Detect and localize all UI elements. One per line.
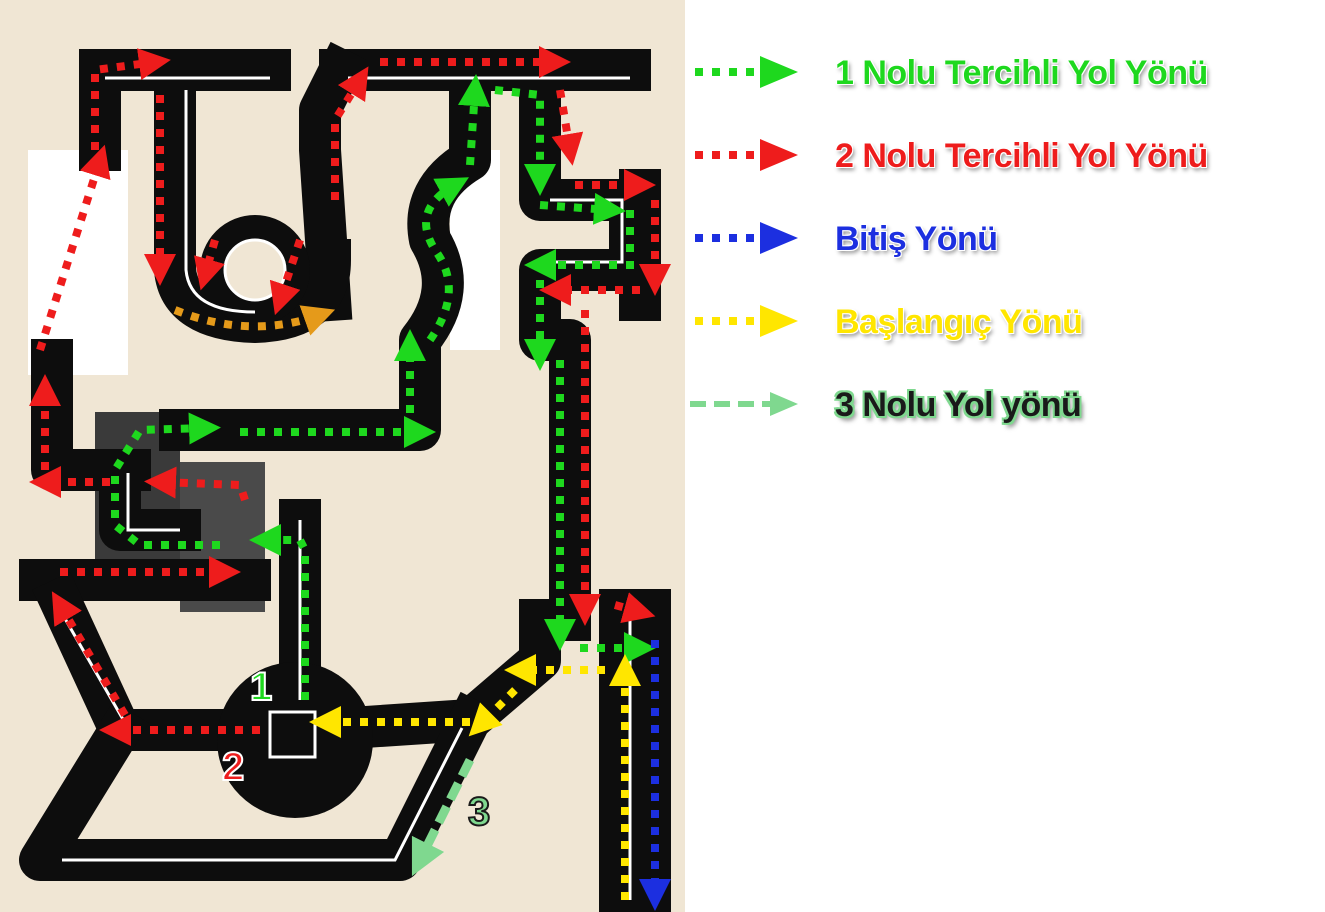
green-dotted-arrow-icon [690, 40, 810, 100]
blue-dotted-arrow-icon [690, 206, 810, 266]
route-3-number: 3 [468, 790, 490, 834]
legend-item-start: Başlangıç Yönü [690, 289, 1320, 349]
track-map: 1 2 3 [0, 0, 690, 912]
yellow-dotted-arrow-icon [690, 289, 810, 349]
light-green-dashed-arrow-icon [690, 372, 810, 432]
red-dotted-arrow-icon [690, 123, 810, 183]
legend-label-finish: Bitiş Yönü [835, 220, 998, 259]
start-circle [217, 662, 373, 818]
legend-label-route-1: 1 Nolu Tercihli Yol Yönü [835, 54, 1208, 93]
route-1-number: 1 [250, 665, 272, 709]
legend-label-route-3: 3 Nolu Yol yönü [835, 386, 1081, 425]
route-2-number: 2 [222, 745, 244, 789]
legend-label-start: Başlangıç Yönü [835, 303, 1082, 342]
legend-label-route-2: 2 Nolu Tercihli Yol Yönü [835, 137, 1208, 176]
legend-item-finish: Bitiş Yönü [690, 206, 1320, 266]
legend-item-route-1: 1 Nolu Tercihli Yol Yönü [690, 40, 1320, 100]
legend-item-route-3: 3 Nolu Yol yönü [690, 372, 1320, 432]
legend-item-route-2: 2 Nolu Tercihli Yol Yönü [690, 123, 1320, 183]
